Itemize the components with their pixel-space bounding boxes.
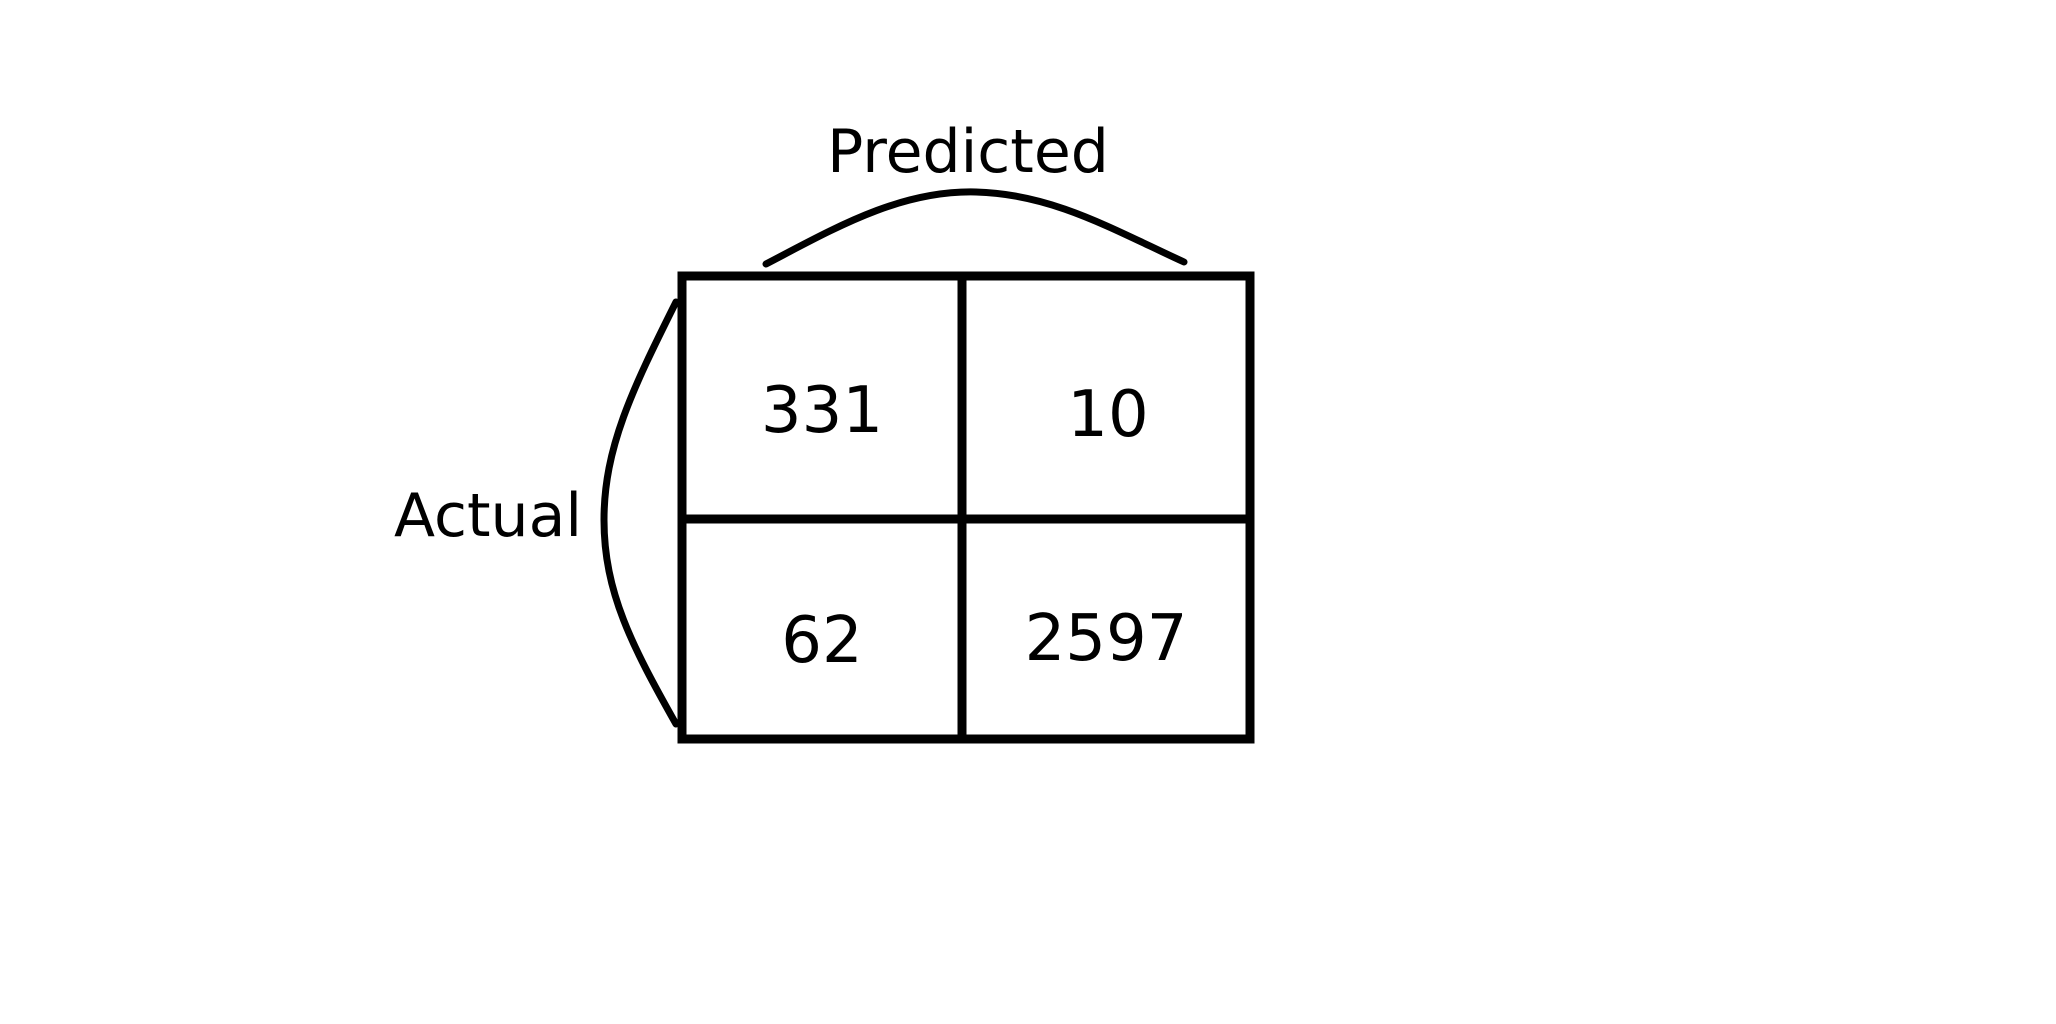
actual-label: Actual	[394, 481, 582, 551]
matrix-cell-fn: 10	[1067, 378, 1148, 452]
matrix-cell-tn: 2597	[1025, 602, 1188, 676]
matrix-cell-tp: 331	[761, 374, 883, 448]
actual-brace	[600, 298, 680, 728]
matrix-cell-fp: 62	[781, 604, 862, 678]
predicted-brace	[762, 188, 1188, 268]
predicted-label: Predicted	[827, 117, 1109, 187]
